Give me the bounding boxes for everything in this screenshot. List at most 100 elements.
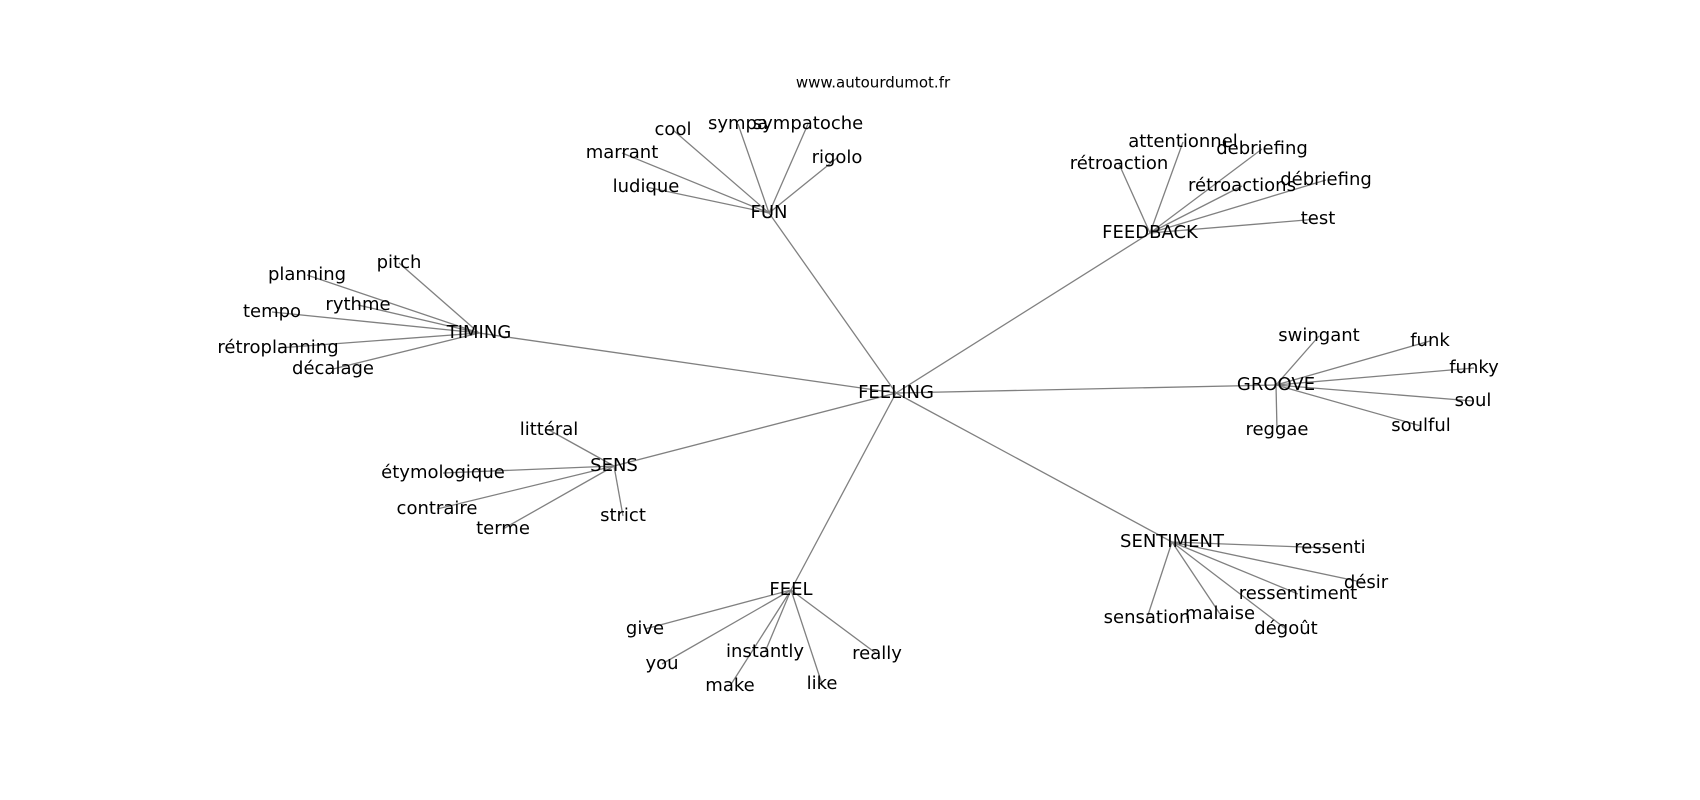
edge-root-to-feel xyxy=(790,392,897,591)
leaf-word-label: rigolo xyxy=(812,147,863,168)
edge-root-to-sens xyxy=(613,392,897,467)
edge-fun-to-word xyxy=(768,157,838,214)
edge-sentiment-to-word xyxy=(1171,541,1299,595)
edge-sentiment-to-word xyxy=(1146,541,1173,619)
edge-timing-to-word xyxy=(398,262,480,334)
edge-feel-to-word xyxy=(790,589,823,685)
edge-feel-to-word xyxy=(790,589,878,655)
leaf-word-label: rétroaction xyxy=(1070,153,1169,174)
hub-node-label: SENS xyxy=(590,455,638,476)
leaf-word-label: rythme xyxy=(325,294,390,315)
edge-sens-to-word xyxy=(436,465,615,510)
edge-root-to-timing xyxy=(478,332,897,394)
edge-sentiment-to-word xyxy=(1171,541,1331,549)
leaf-word-label: rétroplanning xyxy=(217,337,338,358)
leaf-word-label: planning xyxy=(268,264,346,285)
edge-feedback-to-word xyxy=(1149,218,1319,234)
edge-timing-to-word xyxy=(357,304,480,334)
hub-node-label: FEEL xyxy=(769,579,812,600)
leaf-word-label: like xyxy=(807,673,838,694)
leaf-word-label: débriefing xyxy=(1280,169,1372,190)
hub-node-label: TIMING xyxy=(446,322,512,343)
leaf-word-label: swingant xyxy=(1278,325,1359,346)
edge-fun-to-word xyxy=(768,123,809,214)
edge-groove-to-word xyxy=(1275,384,1474,402)
edge-sentiment-to-word xyxy=(1171,541,1367,584)
edge-feedback-to-word xyxy=(1149,148,1263,234)
leaf-word-label: ressenti xyxy=(1294,537,1365,558)
leaf-word-label: reggae xyxy=(1245,419,1308,440)
hub-node-label: GROOVE xyxy=(1237,374,1315,395)
edge-groove-to-word xyxy=(1275,384,1278,431)
leaf-word-label: you xyxy=(645,653,678,674)
leaf-word-label: littéral xyxy=(520,419,579,440)
leaf-word-label: attentionnel xyxy=(1128,131,1238,152)
leaf-word-label: give xyxy=(626,618,664,639)
edge-fun-to-word xyxy=(621,152,770,214)
leaf-word-label: soul xyxy=(1455,390,1492,411)
leaf-word-label: sensation xyxy=(1104,607,1191,628)
edge-groove-to-word xyxy=(1275,384,1422,427)
edge-timing-to-word xyxy=(306,274,480,334)
edge-sentiment-to-word xyxy=(1171,541,1221,615)
leaf-word-label: malaise xyxy=(1185,603,1255,624)
edge-fun-to-word xyxy=(645,186,770,214)
leaf-word-label: ludique xyxy=(613,176,680,197)
edge-groove-to-word xyxy=(1275,367,1475,386)
edge-feel-to-word xyxy=(644,589,792,630)
edge-sens-to-word xyxy=(613,465,624,517)
leaf-word-label: désir xyxy=(1344,572,1389,593)
edge-feedback-to-word xyxy=(1149,179,1327,234)
leaf-word-label: strict xyxy=(600,505,646,526)
leaf-word-label: pitch xyxy=(377,252,422,273)
edge-feedback-to-word xyxy=(1149,141,1184,234)
leaf-word-label: soulful xyxy=(1391,415,1451,436)
edge-timing-to-word xyxy=(277,332,480,349)
edge-timing-to-word xyxy=(271,311,480,334)
edge-feel-to-word xyxy=(661,589,792,665)
leaf-word-label: tempo xyxy=(243,301,301,322)
edge-feedback-to-word xyxy=(1149,185,1243,234)
leaf-word-label: cool xyxy=(655,119,692,140)
edge-sens-to-word xyxy=(502,465,615,530)
edge-groove-to-word xyxy=(1275,335,1320,386)
edge-root-to-feedback xyxy=(895,232,1151,394)
leaf-word-label: make xyxy=(705,675,754,696)
edge-root-to-groove xyxy=(895,384,1277,394)
edge-sens-to-word xyxy=(442,465,615,474)
leaf-word-label: sympatoche xyxy=(753,113,863,134)
leaf-word-label: really xyxy=(852,643,902,664)
leaf-word-label: funky xyxy=(1449,357,1499,378)
leaf-word-label: rétroactions xyxy=(1188,175,1296,196)
edge-fun-to-word xyxy=(737,123,770,214)
edge-groove-to-word xyxy=(1275,340,1431,386)
leaf-word-label: étymologique xyxy=(381,462,505,483)
leaf-word-label: décalage xyxy=(292,358,374,379)
hub-node-label: FEEDBACK xyxy=(1102,222,1199,243)
edge-feedback-to-word xyxy=(1118,163,1151,234)
leaf-word-label: marrant xyxy=(586,142,659,163)
edge-sentiment-to-word xyxy=(1171,541,1287,630)
root-node-label: FEELING xyxy=(858,382,934,403)
edge-root-to-fun xyxy=(768,212,897,394)
leaf-word-label: test xyxy=(1301,208,1336,229)
edge-feel-to-word xyxy=(729,589,792,687)
edge-timing-to-word xyxy=(332,332,480,370)
edge-root-to-sentiment xyxy=(895,392,1173,543)
edge-feel-to-word xyxy=(764,589,792,653)
leaf-word-label: debriefing xyxy=(1216,138,1308,159)
leaf-word-label: funk xyxy=(1410,330,1450,351)
leaf-word-label: instantly xyxy=(726,641,804,662)
leaf-word-label: ressentiment xyxy=(1239,583,1357,604)
hub-node-label: FUN xyxy=(751,202,788,223)
edge-fun-to-word xyxy=(672,129,770,214)
hub-node-label: SENTIMENT xyxy=(1120,531,1225,552)
edge-sens-to-word xyxy=(548,429,615,467)
leaf-word-label: contraire xyxy=(397,498,478,519)
leaf-word-label: dégoût xyxy=(1254,618,1317,639)
leaf-word-label: sympa xyxy=(708,113,768,134)
source-url: www.autourdumot.fr xyxy=(796,74,951,92)
graph-edges xyxy=(271,123,1475,687)
